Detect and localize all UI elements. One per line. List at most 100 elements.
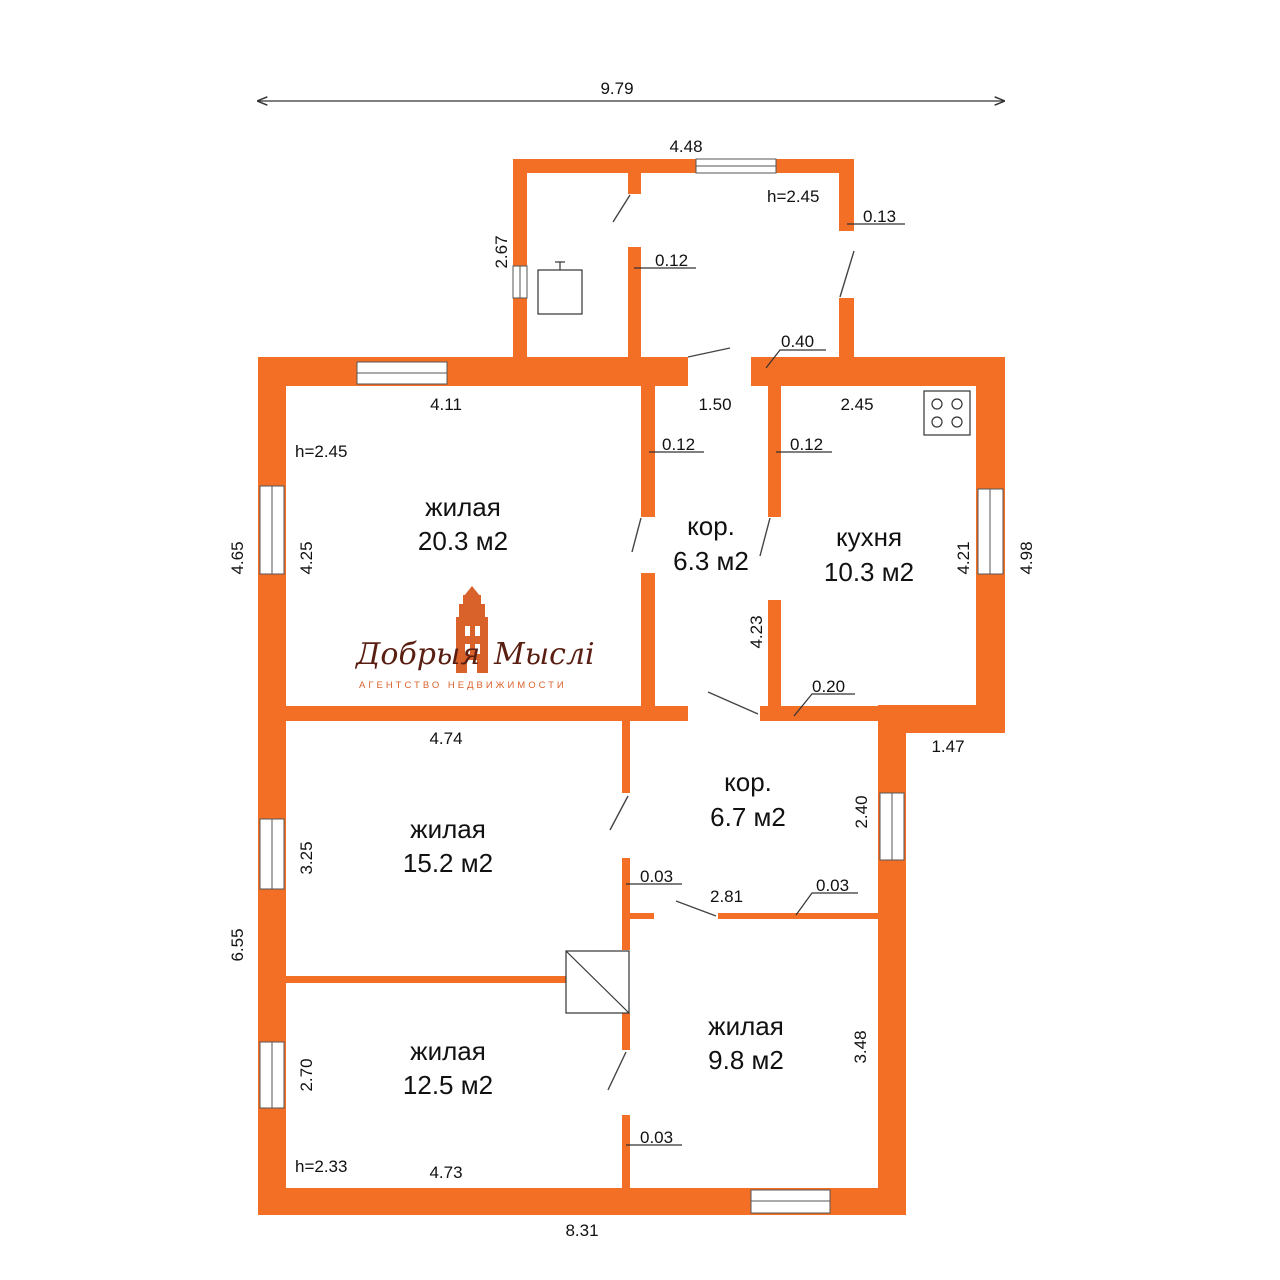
dim-corridor-width: 1.50 — [698, 395, 731, 414]
dim-corridor2-width: 2.81 — [710, 887, 743, 906]
door-swings — [607, 194, 855, 1091]
dim-partition-a: 0.12 — [662, 435, 695, 454]
dim-outer-left-upper: 4.65 — [228, 541, 247, 574]
overall-width-label: 9.79 — [600, 79, 633, 98]
window-kitchen-right — [977, 488, 1004, 575]
door-entrance — [839, 250, 855, 298]
partition-living-living — [286, 976, 566, 983]
dim-corridor2-depth: 2.40 — [852, 795, 871, 828]
walls — [258, 159, 1005, 1215]
logo-name-left: Добрыя — [354, 637, 480, 672]
dim-outer-right: 4.98 — [1017, 541, 1036, 574]
partition-living-corridor2-upper — [622, 721, 630, 793]
vestibule-wall-top — [513, 159, 854, 173]
dim-living-20-width: 4.11 — [430, 395, 462, 414]
dim-overall-bottom: 8.31 — [565, 1221, 598, 1240]
wall-top-right — [751, 357, 1005, 386]
window-left-upper — [259, 485, 285, 575]
window-left-lower — [259, 1041, 285, 1109]
door-kitchen — [759, 517, 771, 557]
dim-wall-013: 0.13 — [863, 207, 896, 226]
dim-lower-height: h=2.33 — [295, 1157, 347, 1176]
vestibule-stub — [628, 172, 641, 194]
dim-kitchen-width: 2.45 — [840, 395, 873, 414]
dim-outer-left-lower: 6.55 — [228, 928, 247, 961]
dim-vestibule-width: 4.48 — [669, 137, 702, 156]
room-living-9-name: жилая — [708, 1011, 784, 1041]
door-living-15 — [609, 795, 629, 831]
agency-logo: Добрыя Мыслі АГЕНТСТВО НЕДВИЖИМОСТИ — [354, 586, 595, 691]
room-living-20-area: 20.3 м2 — [418, 526, 508, 556]
partition-living-corridor-upper — [641, 386, 655, 517]
room-kitchen-name: кухня — [836, 522, 902, 552]
window-left-middle — [259, 818, 285, 890]
dim-step: 1.47 — [931, 737, 964, 756]
partition-corridor-kitchen-upper — [768, 386, 781, 517]
partition-middle-left — [272, 706, 688, 721]
partition-living-corridor-lower — [641, 573, 655, 706]
window-corridor-right — [879, 792, 905, 861]
stove-heater-icon — [565, 950, 630, 1014]
window-vestibule-left — [512, 265, 528, 299]
room-living-12-name: жилая — [410, 1036, 486, 1066]
room-corridor-2-name: кор. — [724, 767, 772, 797]
dim-vestibule-depth: 2.67 — [492, 235, 511, 268]
partition-lower-bottom — [622, 1115, 630, 1188]
partition-corridor2-bottom — [718, 913, 878, 919]
room-corridor-1-area: 6.3 м2 — [673, 546, 749, 576]
dim-vestibule-height: h=2.45 — [767, 187, 819, 206]
leader-lines — [626, 223, 905, 1146]
dim-living-15-width: 4.74 — [429, 729, 462, 748]
partition-stub-short — [630, 913, 654, 919]
dim-main-height: h=2.45 — [295, 442, 347, 461]
window-vestibule-top — [695, 158, 777, 174]
partition-lower-mid — [622, 1013, 630, 1050]
door-living-20 — [631, 517, 642, 553]
vestibule-wall-left — [513, 159, 527, 359]
dim-corridor-depth: 4.23 — [747, 615, 766, 648]
dim-wall-040: 0.40 — [781, 332, 814, 351]
door-living-9-8 — [675, 900, 717, 917]
dim-living-15-depth: 3.25 — [297, 841, 316, 874]
window-top-left — [356, 361, 448, 385]
dim-kitchen-depth: 4.21 — [954, 541, 973, 574]
dim-partition-b: 0.12 — [790, 435, 823, 454]
room-living-15-name: жилая — [410, 814, 486, 844]
logo-name-right: Мыслі — [493, 637, 595, 672]
dim-wall-020: 0.20 — [812, 677, 845, 696]
tower-icon — [456, 586, 488, 673]
room-living-9-area: 9.8 м2 — [708, 1045, 784, 1075]
door-living-12-5 — [607, 1051, 627, 1091]
wall-top-left — [258, 357, 688, 386]
vestibule-wall-right-upper — [839, 159, 854, 231]
windows — [259, 158, 1004, 1214]
room-living-20-name: жилая — [425, 492, 501, 522]
door-vestibule-inner — [612, 194, 631, 223]
logo-tagline: АГЕНТСТВО НЕДВИЖИМОСТИ — [359, 680, 567, 691]
room-labels: жилая 20.3 м2 кор. 6.3 м2 кухня 10.3 м2 … — [403, 492, 914, 1100]
vestibule-wall-right-lower — [839, 298, 854, 359]
window-bottom — [750, 1189, 831, 1214]
dim-living-12-depth: 2.70 — [297, 1058, 316, 1091]
partition-middle-right — [760, 706, 890, 721]
dim-living-12-width: 4.73 — [429, 1163, 462, 1182]
boiler-icon — [537, 261, 583, 315]
dim-partition-vest: 0.12 — [655, 251, 688, 270]
room-corridor-1-name: кор. — [687, 511, 735, 541]
dim-partition-003-a: 0.03 — [640, 867, 673, 886]
dimension-labels: 4.48 h=2.45 0.13 2.67 0.12 0.40 4.11 1.5… — [228, 137, 1036, 1240]
dim-living-9-depth: 3.48 — [851, 1030, 870, 1063]
partition-living-corridor2-lower — [622, 858, 630, 950]
partition-corridor-kitchen-lower — [768, 600, 781, 706]
dim-partition-003-b: 0.03 — [816, 876, 849, 895]
door-corridor-link — [707, 691, 759, 715]
room-corridor-2-area: 6.7 м2 — [710, 802, 786, 832]
stove-icon — [923, 390, 971, 436]
vestibule-partition — [628, 247, 641, 359]
wall-right-lower — [878, 705, 906, 1215]
room-living-15-area: 15.2 м2 — [403, 848, 493, 878]
door-hall — [687, 347, 731, 358]
dim-living-20-depth: 4.25 — [297, 541, 316, 574]
room-living-12-area: 12.5 м2 — [403, 1070, 493, 1100]
